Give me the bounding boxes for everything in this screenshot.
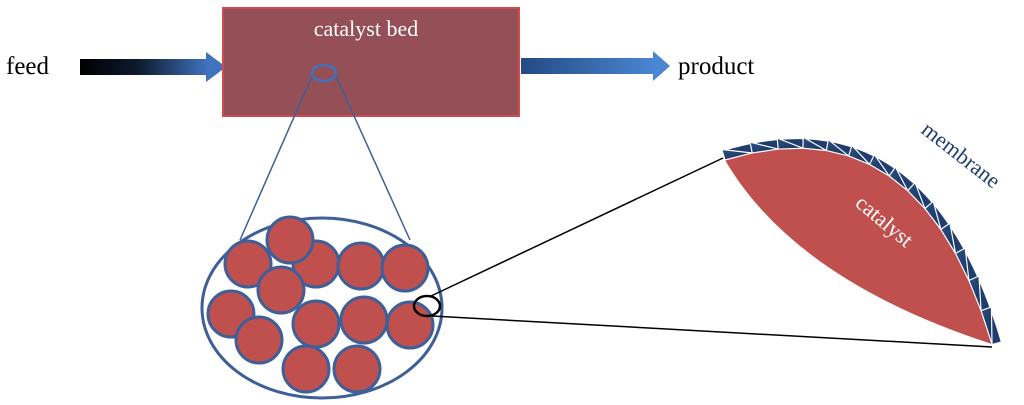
catalyst-particle (223, 239, 273, 289)
membrane-tooth (749, 141, 779, 154)
catalyst-particle (332, 344, 382, 394)
membrane-tooth (776, 137, 804, 150)
catalyst-particle (291, 299, 341, 349)
particle-cluster (200, 215, 444, 400)
catalyst-particle (256, 265, 306, 315)
zoom-line-left (239, 75, 313, 241)
membrane-tooth (868, 153, 890, 177)
membrane-tooth (825, 138, 849, 157)
membrane-tooth (968, 275, 982, 311)
membrane-tooth (954, 247, 970, 281)
membrane-tooth (847, 144, 870, 165)
membrane-tooth (940, 222, 957, 254)
feed-label: feed (6, 53, 50, 80)
membrane-tooth (924, 200, 942, 230)
membrane-label: membrane (917, 116, 1006, 193)
catalyst-particle (265, 215, 315, 265)
catalyst-segment (725, 148, 992, 344)
membrane-tooth (802, 136, 827, 152)
catalyst-particle (336, 241, 386, 291)
catalyst-particle (339, 295, 389, 345)
zoom-line-upper (430, 157, 724, 297)
catalyst-particle (385, 300, 435, 350)
feed-arrow-icon (80, 52, 226, 82)
zoom-line-lower (431, 315, 993, 348)
membrane-tooth (980, 306, 993, 345)
membrane-tooth (906, 181, 926, 209)
zoom-marker-black (412, 294, 442, 318)
zoom-line-right (335, 75, 411, 241)
product-label: product (678, 53, 754, 80)
catalyst-particle (380, 243, 430, 293)
membrane-layer (720, 136, 1001, 345)
catalyst-particle (281, 344, 331, 394)
product-arrow-icon (521, 51, 670, 81)
catalyst-bed-label: catalyst bed (314, 16, 418, 41)
catalyst-bed-box (222, 7, 520, 117)
membrane-tooth (888, 165, 909, 192)
catalyst-particle (234, 315, 284, 365)
membrane-tooth (720, 148, 753, 161)
zoom-marker-ellipse (310, 63, 338, 83)
